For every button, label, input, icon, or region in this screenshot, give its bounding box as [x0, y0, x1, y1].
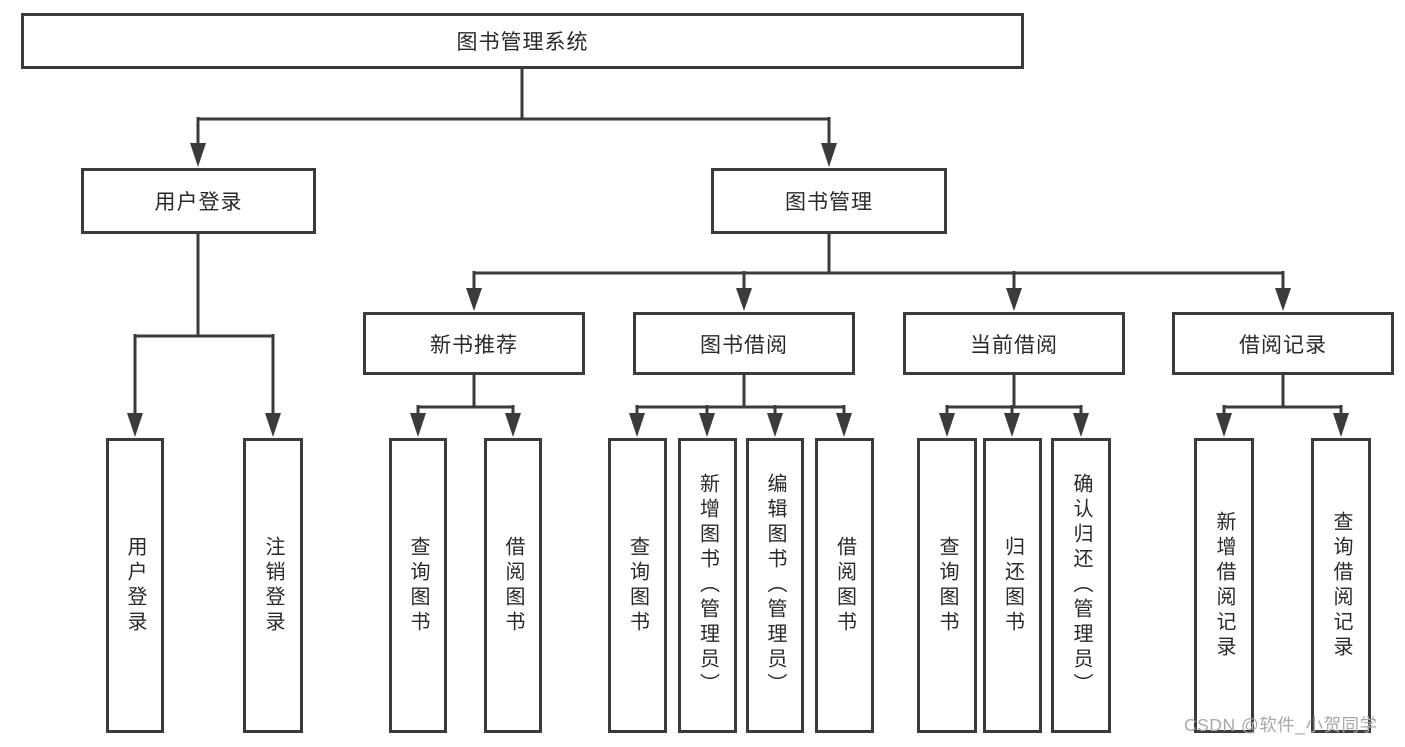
- leaf-borrow-books: 借阅图书: [484, 438, 542, 733]
- leaf-return-books: 归还图书: [983, 438, 1042, 733]
- leaf-add-borrow-record: 新增借阅记录: [1194, 438, 1254, 733]
- leaf-label: 查询借阅记录: [1330, 510, 1352, 661]
- leaf-label: 归还图书: [1001, 535, 1024, 636]
- leaf-query-books: 查询图书: [608, 438, 667, 733]
- node-label: 用户登录: [154, 191, 243, 214]
- arrowheads: [127, 143, 1349, 437]
- leaf-label: 编辑图书（管理员）: [764, 473, 786, 698]
- node-borrowing-records: 借阅记录: [1172, 312, 1394, 375]
- node-label: 新书推荐: [430, 333, 518, 357]
- leaf-confirm-return-admin: 确认归还（管理员）: [1051, 438, 1111, 733]
- leaf-logout-login: 注销登录: [243, 438, 303, 733]
- leaf-query-books: 查询图书: [917, 438, 977, 733]
- leaf-edit-books-admin: 编辑图书（管理员）: [746, 438, 804, 733]
- leaf-query-borrow-record: 查询借阅记录: [1311, 438, 1371, 733]
- node-label: 图书管理: [785, 191, 873, 214]
- connector-paths: [133, 69, 1343, 416]
- csdn-watermark: CSDN @软件_小贺同学: [1184, 715, 1378, 735]
- leaf-label: 新增借阅记录: [1213, 510, 1235, 661]
- node-label: 图书管理系统: [456, 31, 589, 54]
- node-new-book-recommendation: 新书推荐: [363, 312, 585, 375]
- node-label: 当前借阅: [970, 333, 1058, 357]
- leaf-label: 查询图书: [936, 535, 958, 636]
- leaf-label: 新增图书（管理员）: [696, 473, 719, 698]
- leaf-label: 借阅图书: [502, 535, 524, 636]
- leaf-label: 用户登录: [124, 535, 146, 636]
- node-user-login: 用户登录: [81, 168, 316, 234]
- node-current-borrowing: 当前借阅: [903, 312, 1125, 375]
- leaf-label: 查询图书: [626, 535, 649, 636]
- node-library-management-system: 图书管理系统: [21, 13, 1024, 69]
- leaf-add-books-admin: 新增图书（管理员）: [678, 438, 737, 733]
- node-label: 借阅记录: [1239, 333, 1327, 357]
- leaf-query-books: 查询图书: [389, 438, 447, 733]
- leaf-label: 确认归还（管理员）: [1070, 473, 1092, 698]
- node-book-management: 图书管理: [711, 168, 947, 234]
- leaf-borrow-books: 借阅图书: [815, 438, 874, 733]
- node-book-borrowing: 图书借阅: [633, 312, 855, 375]
- leaf-label: 注销登录: [262, 535, 284, 636]
- leaf-label: 借阅图书: [833, 535, 856, 636]
- leaf-label: 查询图书: [407, 535, 429, 636]
- leaf-user-login: 用户登录: [106, 438, 164, 733]
- node-label: 图书借阅: [700, 333, 788, 357]
